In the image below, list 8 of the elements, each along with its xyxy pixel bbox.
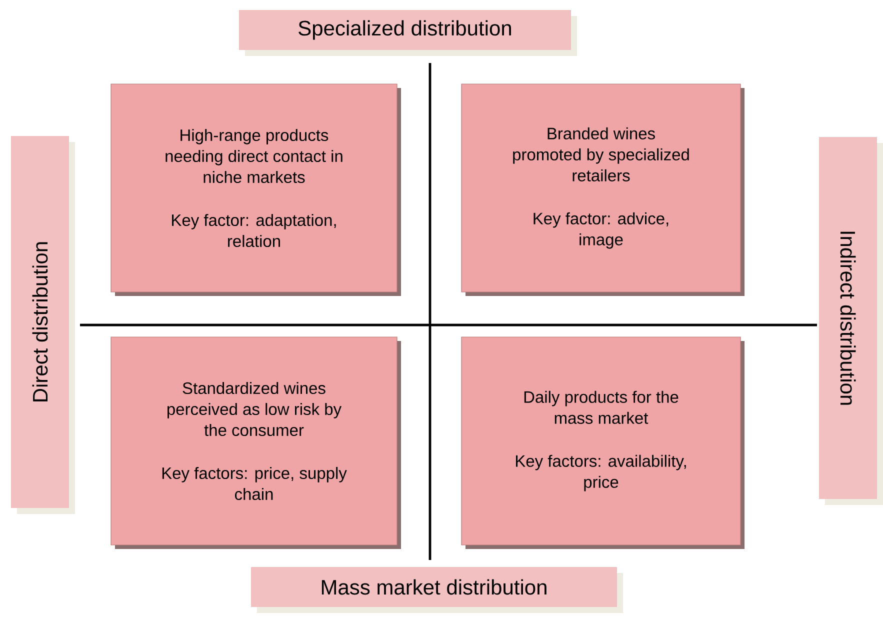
quadrant-box: Branded wines promoted by specialized retailers Key factor: advice, image <box>461 84 744 296</box>
axis-label-band: Direct distribution <box>11 136 75 514</box>
quadrant-box: High-range products needing direct contact in niche markets Key factor: adaptation, relation <box>110 84 401 296</box>
axis-label-band: Specialized distribution <box>239 10 577 56</box>
quadrant-box: Daily products for the mass market Key factors: availability, price <box>461 336 744 549</box>
axis-label-band: Indirect distribution <box>819 137 883 505</box>
quadrant-box: Standardized wines perceived as low risk by the consumer Key factors: price, supply chain <box>110 336 401 549</box>
axis-label-band: Mass market distribution <box>251 567 623 613</box>
